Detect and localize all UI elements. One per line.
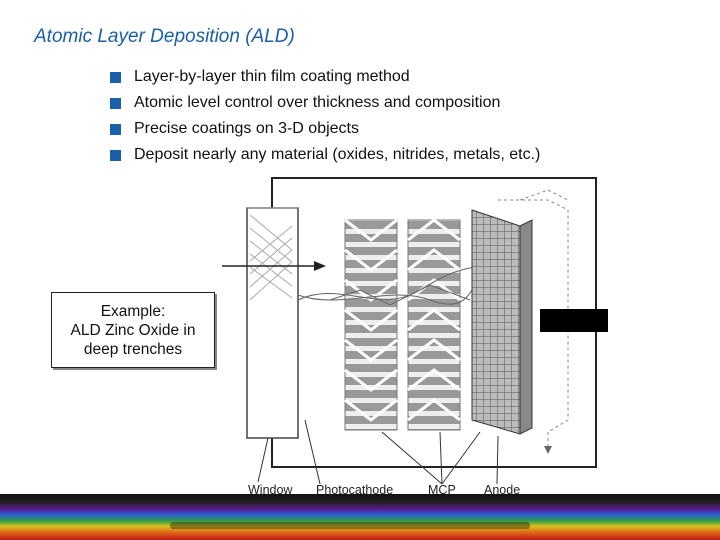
label-mcp: MCP	[428, 483, 456, 497]
photocathode-stack-left	[344, 218, 398, 431]
anode-arrow-icon	[544, 446, 552, 454]
example-line: deep trenches	[83, 340, 183, 358]
label-photocathode: Photocathode	[316, 483, 393, 497]
bullet-marker-icon	[110, 149, 121, 161]
example-line: ALD Zinc Oxide in	[70, 321, 196, 339]
bullet-list: Layer-by-layer thin film coating method …	[110, 64, 540, 168]
bullet-item: Deposit nearly any material (oxides, nit…	[110, 142, 540, 168]
label-pointers	[257, 419, 499, 485]
example-line: Example:	[100, 302, 166, 320]
incident-arrow	[222, 261, 326, 271]
label-anode: Anode	[484, 483, 520, 497]
slide-title: Atomic Layer Deposition (ALD)	[34, 26, 295, 47]
electron-trajectories	[297, 264, 481, 306]
anode-plate	[498, 189, 569, 448]
photocathode-stack-right	[407, 218, 461, 431]
anode-connector	[540, 309, 608, 332]
label-window: Window	[248, 483, 293, 497]
bullet-item: Precise coatings on 3-D objects	[110, 116, 540, 142]
bullet-text: Layer-by-layer thin film coating method	[134, 68, 410, 85]
bullet-text: Precise coatings on 3-D objects	[134, 120, 359, 137]
window-ray-hatch	[249, 214, 293, 301]
bullet-item: Layer-by-layer thin film coating method	[110, 64, 540, 90]
example-callout: Example: ALD Zinc Oxide in deep trenches	[51, 292, 215, 368]
bullet-text: Deposit nearly any material (oxides, nit…	[134, 146, 541, 163]
bullet-item: Atomic level control over thickness and …	[110, 90, 540, 116]
footer-spectrum-band	[0, 494, 720, 540]
bullet-text: Atomic level control over thickness and …	[134, 94, 501, 111]
bullet-marker-icon	[110, 97, 121, 109]
mcp-plate	[471, 209, 533, 435]
bullet-marker-icon	[110, 123, 121, 135]
bullet-marker-icon	[110, 71, 121, 83]
footer-decoration	[170, 522, 530, 529]
